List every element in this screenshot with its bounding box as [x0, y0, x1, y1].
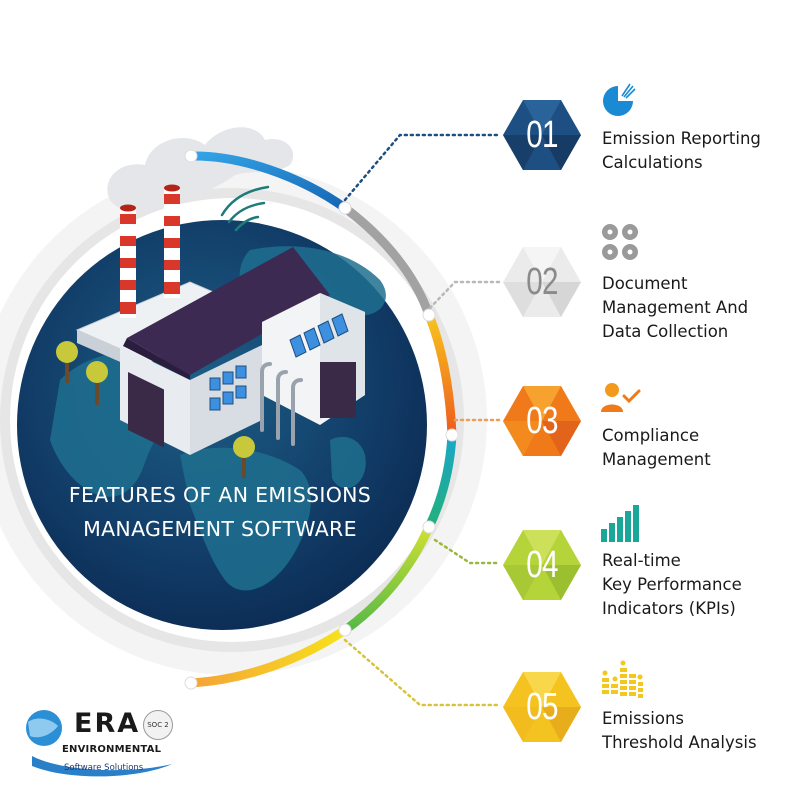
- pie-chart-icon: [600, 80, 644, 120]
- four-discs-icon: [600, 222, 644, 262]
- title-line-2: MANAGEMENT SOFTWARE: [83, 517, 357, 541]
- bar-chart-icon: [600, 503, 644, 543]
- feature-04-badge[interactable]: 04: [503, 530, 581, 600]
- feature-01-label: Emission Reporting Calculations: [602, 129, 761, 172]
- soc2-badge: SOC 2: [143, 710, 173, 740]
- factory: [75, 184, 365, 455]
- company-logo[interactable]: ERA ENVIRONMENTAL Software Solutions SOC…: [22, 700, 182, 785]
- equalizer-icon: [600, 660, 644, 700]
- feature-02-badge[interactable]: 02: [503, 247, 581, 317]
- feature-05-label: Emissions Threshold Analysis: [602, 709, 757, 752]
- feature-number: 04: [526, 543, 558, 586]
- title-line-1: FEATURES OF AN EMISSIONS: [68, 483, 372, 507]
- feature-03-badge[interactable]: 03: [503, 386, 581, 456]
- feature-05-badge[interactable]: 05: [503, 672, 581, 742]
- feature-02-label: Document Management And Data Collection: [602, 274, 749, 341]
- feature-number: 05: [526, 685, 558, 728]
- feature-number: 02: [526, 260, 558, 303]
- logo-subtitle: ENVIRONMENTAL: [62, 744, 162, 755]
- feature-03-label: Compliance Management: [602, 426, 711, 469]
- signal-icon: [220, 185, 270, 232]
- smoke-cloud: [107, 127, 294, 212]
- trees: [56, 341, 255, 478]
- arc-nodes: [184, 149, 459, 690]
- feature-arc[interactable]: [186, 151, 457, 688]
- feature-01-badge[interactable]: 01: [503, 100, 581, 170]
- logo-tagline: Software Solutions: [64, 763, 144, 773]
- feature-number: 01: [526, 113, 558, 156]
- feature-number: 03: [526, 399, 558, 442]
- logo-name: ERA: [74, 708, 141, 739]
- page-title: FEATURES OF AN EMISSIONS MANAGEMENT SOFT…: [30, 478, 410, 546]
- connector-lines: [343, 133, 502, 707]
- chimney-left: [120, 204, 136, 318]
- globe-logo-icon: [26, 710, 172, 777]
- user-check-icon: [600, 380, 644, 420]
- feature-04-label: Real-time Key Performance Indicators (KP…: [602, 551, 742, 618]
- chimney-right: [164, 184, 180, 298]
